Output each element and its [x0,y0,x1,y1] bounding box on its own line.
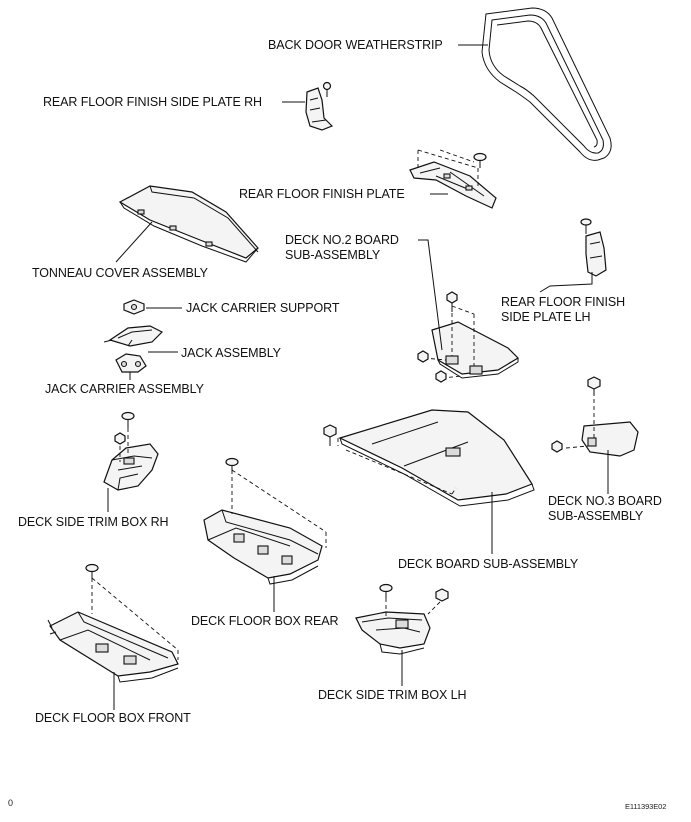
back-door-weatherstrip-part [481,7,612,161]
bolt-trim-lh [435,588,449,602]
deck-board-sub-assembly-part [338,409,535,507]
rear-floor-finish-side-plate-lh-part [585,231,607,277]
tonneau-cover-assembly-part [118,185,259,263]
nut-deck-no2-bottom [435,370,447,383]
figure-code: E111393E02 [625,802,667,811]
label-jack-carrier-assembly: JACK CARRIER ASSEMBLY [45,382,204,396]
deck-no2-dash-lines [423,305,475,379]
deck-no2-board-part [431,321,519,379]
deck-no3-board-part [581,421,639,457]
jack-assembly-part [103,325,164,347]
floor-box-front-dash-lines [91,577,179,660]
nut-deck-no2-left [417,350,429,363]
bolt-deck-board [323,424,337,446]
label-deck-board-sub-assembly: DECK BOARD SUB-ASSEMBLY [398,557,579,571]
label-deck-no3-board-line1: DECK NO.3 BOARD [548,494,662,508]
label-rear-floor-finish-side-plate-rh: REAR FLOOR FINISH SIDE PLATE RH [43,95,262,109]
deck-no3-dash-lines [565,392,595,449]
floor-box-rear-dash-lines [231,469,327,548]
label-rear-floor-finish-side-plate-lh-line1: REAR FLOOR FINISH [501,295,626,309]
label-jack-carrier-support: JACK CARRIER SUPPORT [186,301,340,315]
clip-lh-side-plate [580,218,592,234]
clip-floor-box-rear [225,457,239,472]
bolt-deck-no2-top [446,291,458,312]
deck-side-trim-box-rh-part [103,443,159,491]
deck-side-trim-box-lh-part [355,611,431,655]
bolt-deck-no3-top [587,376,601,396]
label-back-door-weatherstrip: BACK DOOR WEATHERSTRIP [268,38,443,52]
deck-board-dash-lines [337,438,457,495]
label-rear-floor-finish-plate: REAR FLOOR FINISH PLATE [239,187,405,201]
plate-dash-lines [417,149,479,186]
clip-trim-rh [121,411,135,428]
clip-trim-lh [379,583,393,598]
trim-rh-dash-lines [119,428,129,462]
jack-carrier-assembly-part [115,353,147,373]
deck-floor-box-rear-part [203,509,323,585]
clip-floor-box-front [85,563,99,578]
trim-lh-dash-lines [385,598,441,616]
leader-deck-no2-board [418,239,443,351]
jack-carrier-support-part [123,299,145,315]
label-deck-no2-board-line2: SUB-ASSEMBLY [285,248,381,262]
label-rear-floor-finish-side-plate-lh-line2: SIDE PLATE LH [501,310,591,324]
label-deck-side-trim-box-lh: DECK SIDE TRIM BOX LH [318,688,467,702]
leader-tonneau-cover [115,221,153,263]
rear-floor-finish-side-plate-rh-part [305,87,334,131]
clip-rear-floor-plate [473,152,487,168]
page-number: 0 [8,798,13,808]
label-jack-assembly: JACK ASSEMBLY [181,346,281,360]
label-tonneau-cover-assembly: TONNEAU COVER ASSEMBLY [32,266,208,280]
deck-floor-box-front-part [47,611,179,683]
clip-rh-side-plate [322,81,332,97]
rear-floor-finish-plate-part [409,161,497,209]
label-deck-no3-board-line2: SUB-ASSEMBLY [548,509,644,523]
label-deck-floor-box-front: DECK FLOOR BOX FRONT [35,711,191,725]
label-deck-side-trim-box-rh: DECK SIDE TRIM BOX RH [18,515,169,529]
leader-rear-floor-finish-side-plate-lh [539,272,593,293]
nut-deck-no3-left [551,440,563,453]
label-deck-no2-board-line1: DECK NO.2 BOARD [285,233,399,247]
nut-trim-rh [114,432,126,445]
label-deck-floor-box-rear: DECK FLOOR BOX REAR [191,614,339,628]
